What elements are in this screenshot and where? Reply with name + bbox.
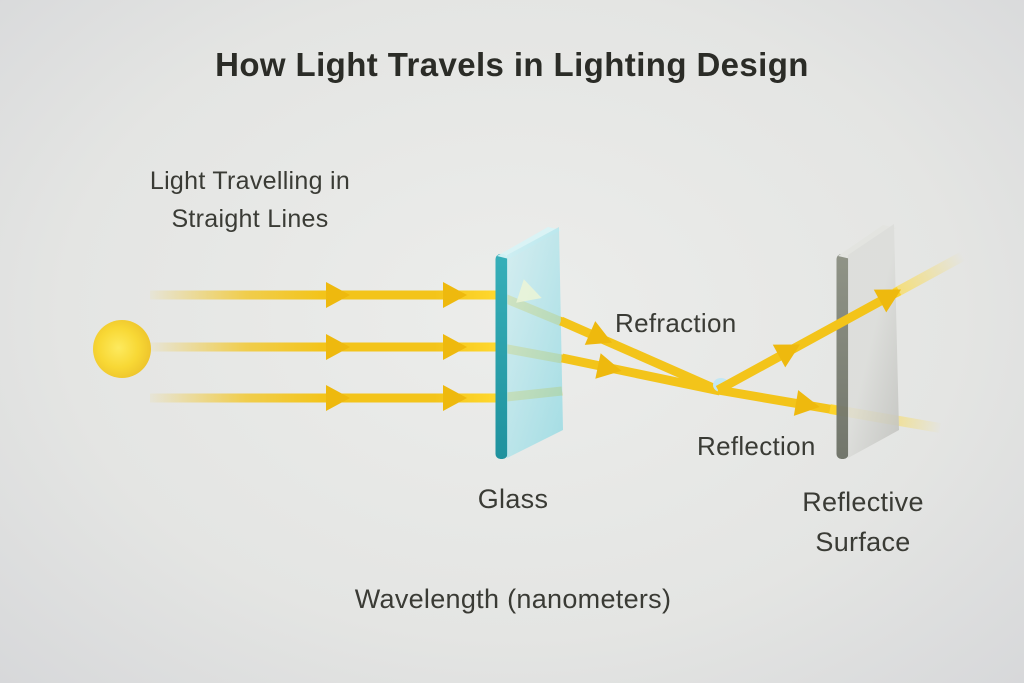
- page-title: How Light Travels in Lighting Design: [215, 46, 809, 83]
- glass-edge: [495, 254, 508, 459]
- refracted-ray-middle: [561, 353, 721, 396]
- straight-light-rays: [150, 282, 497, 411]
- mirror-face: [848, 224, 899, 458]
- refracted-ray-top: [559, 316, 722, 396]
- straight-lines-label-line2: Straight Lines: [171, 205, 329, 233]
- reflective-panel: [836, 224, 899, 459]
- arrowhead-icon: [326, 385, 350, 411]
- arrowhead-icon: [584, 321, 618, 355]
- reflective-surface-caption-line2: Surface: [815, 527, 911, 557]
- wavelength-caption: Wavelength (nanometers): [354, 584, 672, 614]
- mirror-edge: [836, 254, 849, 459]
- arrowhead-icon: [443, 282, 467, 308]
- straight-lines-label: Light Travelling in Straight Lines: [85, 162, 415, 238]
- glass-face: [507, 227, 563, 458]
- arrowhead-icon: [443, 334, 467, 360]
- arrowhead-icon: [443, 385, 467, 411]
- reflective-surface-caption: Reflective Surface: [781, 482, 945, 562]
- arrowhead-icon: [326, 282, 350, 308]
- refracted-rays: [559, 316, 722, 396]
- sun-icon: [93, 320, 151, 378]
- reflective-surface-caption-line1: Reflective: [802, 487, 924, 517]
- refraction-label: Refraction: [615, 308, 737, 338]
- arrowhead-icon: [326, 334, 350, 360]
- reflection-label: Reflection: [697, 431, 816, 461]
- glass-caption: Glass: [477, 484, 549, 514]
- glass-panel: [495, 227, 563, 459]
- reflection-ray-lower: [717, 385, 941, 433]
- reflection-ray-upper: [715, 251, 966, 394]
- straight-lines-label-line1: Light Travelling in: [149, 167, 351, 195]
